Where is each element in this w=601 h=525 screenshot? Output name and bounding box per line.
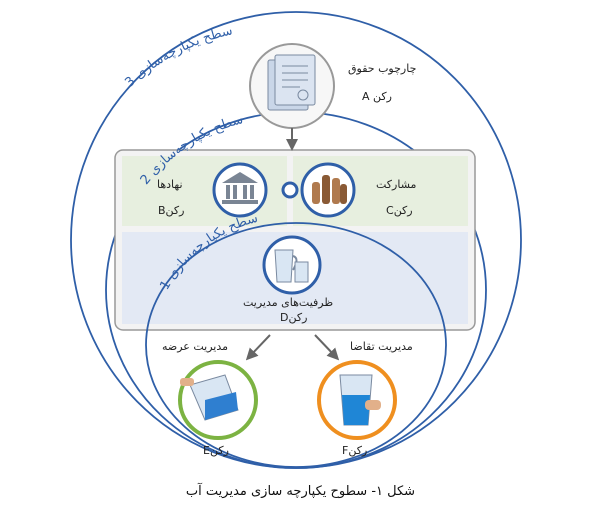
bank-icon <box>222 172 258 204</box>
supply-pillar: رکنE <box>203 444 229 457</box>
pouring-jug-icon <box>180 374 239 421</box>
raised-hands-icon <box>312 175 347 204</box>
demand-pillar: رکنF <box>342 444 368 457</box>
institutions-icon-circle <box>212 162 268 218</box>
participation-title: مشارکت <box>376 178 417 191</box>
figure-caption: شکل ۱- سطوح یکپارچه سازی مدیریت آب <box>185 484 416 499</box>
institutions-pillar: رکنB <box>158 204 185 217</box>
capacities-pillar: رکنD <box>280 311 308 324</box>
connector-dot <box>281 181 299 199</box>
glass-of-water-icon <box>339 374 381 426</box>
capacities-title: ظرفیت‌های مدیریت <box>243 296 334 309</box>
integration-level-1-ring <box>145 222 447 468</box>
participation-pillar: رکنC <box>386 204 413 217</box>
arrow-to-supply <box>245 334 271 361</box>
arrow-to-demand <box>314 334 340 361</box>
jug-icon <box>274 249 309 283</box>
supply-title: مدیریت عرضه <box>162 340 229 353</box>
legal-framework-pillar: رکن A <box>362 90 392 103</box>
demand-title: مدیریت تقاضا <box>350 340 413 353</box>
legal-framework-title: چارچوب حقوق <box>348 62 417 75</box>
integration-level-3-label: سطح یکپارچه‌سازی 3 <box>122 23 234 90</box>
institutions-title: نهادها <box>157 178 183 191</box>
document-icon <box>267 54 316 111</box>
